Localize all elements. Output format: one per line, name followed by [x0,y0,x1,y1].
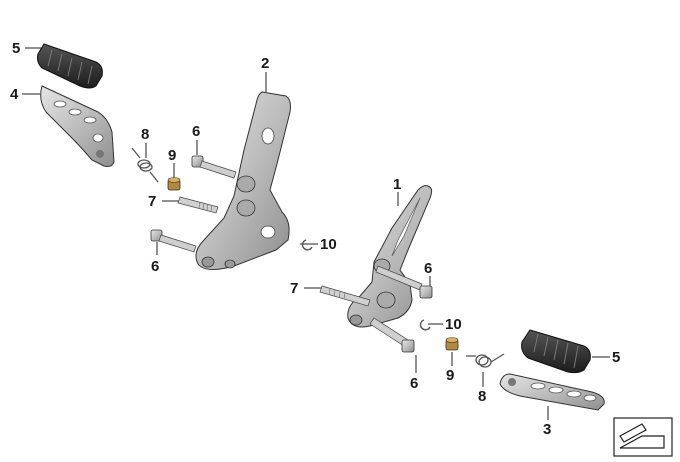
bolt-lower-left [150,229,197,253]
callout-part-2: 2 [261,55,270,72]
leader-lines [22,47,610,420]
callout-part-8-left: 8 [141,126,150,143]
right-footrest-bracket [347,185,433,328]
callout-part-8-right: 8 [478,388,487,405]
bolt-upper-right [375,265,433,299]
callout-part-9-left: 9 [168,147,177,164]
right-footrest-rubber [521,329,591,374]
right-footrest-body [499,373,605,411]
circlip-right [419,319,431,331]
pin-right [319,285,371,307]
callout-part-7-right: 7 [290,280,299,297]
callout-part-7-left: 7 [148,193,157,210]
callout-part-6-lower-left: 6 [151,258,160,275]
callout-part-9-right: 9 [446,367,455,384]
callout-part-6-upper-left: 6 [192,123,201,140]
spring-left [131,147,159,183]
orientation-arrow-icon [613,417,673,457]
bushing-right [445,337,459,351]
spring-right [466,353,505,368]
left-footrest-body [40,85,115,167]
callout-part-3: 3 [543,421,552,438]
callout-part-5-right: 5 [612,349,621,366]
bolt-upper-left [191,155,237,179]
left-footrest-bracket [195,91,291,270]
callout-part-4: 4 [10,86,19,103]
callout-part-6-lower-right: 6 [410,375,419,392]
bushing-left [167,177,181,191]
callout-part-1: 1 [393,176,402,193]
left-footrest-rubber [37,43,103,89]
pin-left [177,196,219,214]
circlip-left [301,239,313,251]
bolt-lower-right [369,317,415,353]
callout-part-10-left: 10 [320,236,337,253]
callout-part-6-upper-right: 6 [424,260,433,277]
callout-part-10-right: 10 [445,316,462,333]
callout-part-5-left: 5 [12,40,21,57]
